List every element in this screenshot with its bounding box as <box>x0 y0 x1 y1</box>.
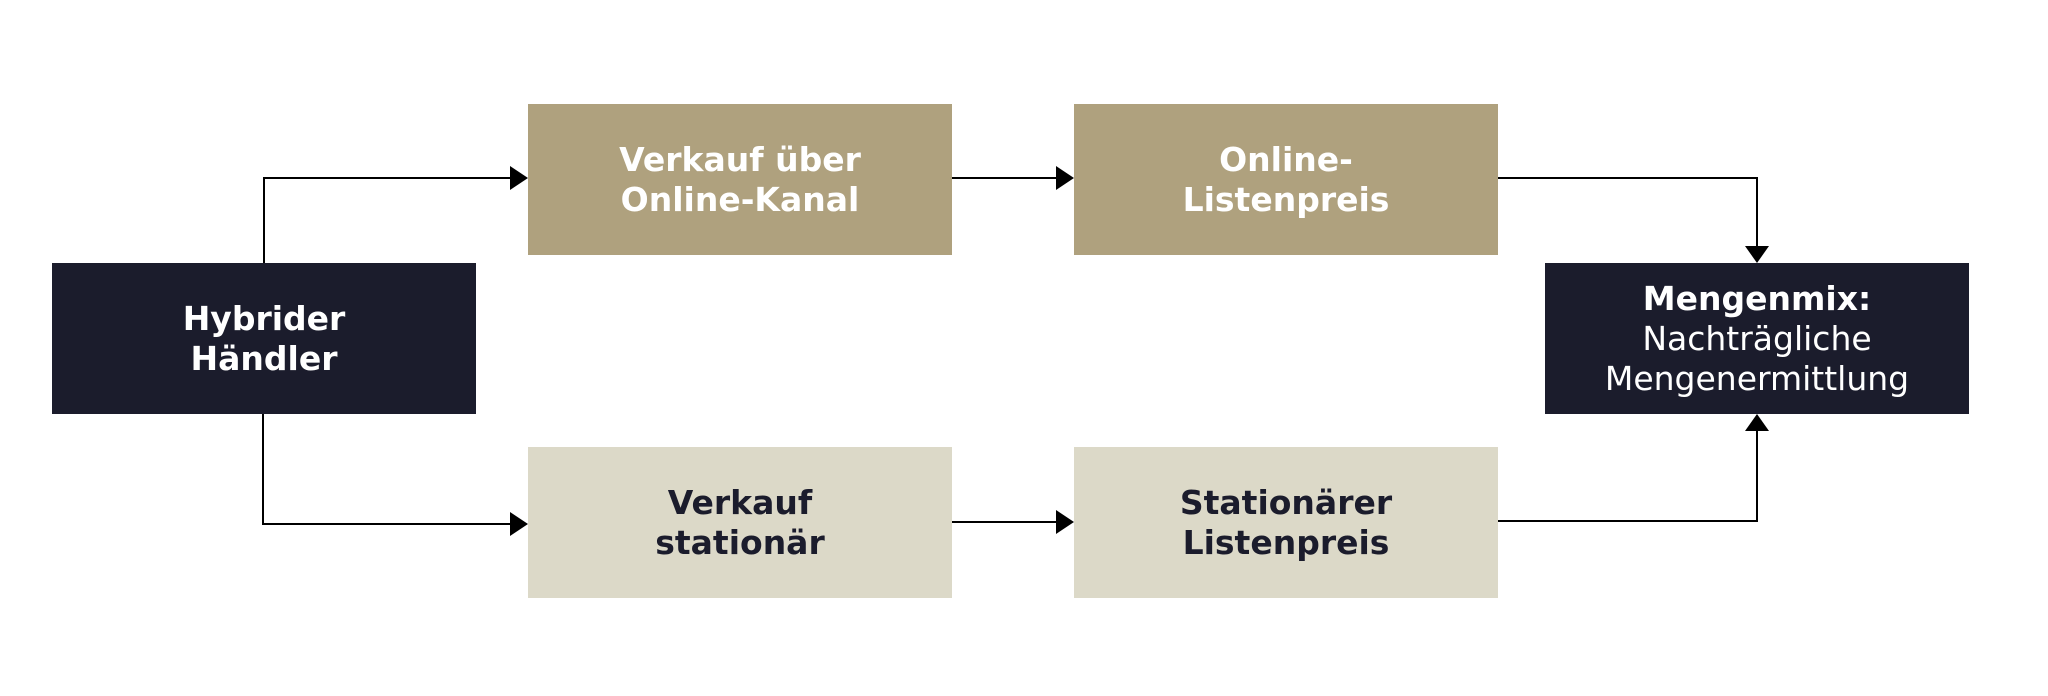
online-sale-box: Verkauf über Online-Kanal <box>528 104 952 255</box>
arrowhead-stationary-price <box>1056 510 1074 534</box>
quantity-mix-line1: Mengenmix: <box>1642 278 1872 318</box>
arrow-hybrid-to-online-sale <box>263 177 510 263</box>
hybrid-dealer-box: Hybrider Händler <box>52 263 476 414</box>
hybrid-dealer-line2: Händler <box>190 338 338 378</box>
quantity-mix-line2: Nachträgliche <box>1642 318 1872 358</box>
stationary-sale-line1: Verkauf <box>667 482 813 522</box>
arrowhead-mix-bottom <box>1745 414 1769 431</box>
online-sale-line2: Online-Kanal <box>620 179 860 219</box>
arrow-hybrid-to-stationary-sale <box>262 414 510 525</box>
stationary-price-line2: Listenpreis <box>1182 522 1390 562</box>
online-sale-line1: Verkauf über <box>619 139 861 179</box>
arrow-online-price-to-mix <box>1498 177 1758 246</box>
hybrid-dealer-line1: Hybrider <box>182 298 346 338</box>
arrowhead-online-price <box>1056 166 1074 190</box>
stationary-sale-box: Verkauf stationär <box>528 447 952 598</box>
online-price-line2: Listenpreis <box>1182 179 1390 219</box>
arrowhead-online-sale <box>510 166 528 190</box>
quantity-mix-box: Mengenmix: Nachträgliche Mengenermittlun… <box>1545 263 1969 414</box>
arrowhead-stationary-sale <box>510 512 528 536</box>
stationary-price-line1: Stationärer <box>1179 482 1393 522</box>
arrow-stationary-price-to-mix <box>1498 431 1758 522</box>
stationary-sale-line2: stationär <box>655 522 825 562</box>
online-price-line1: Online- <box>1219 139 1353 179</box>
arrowhead-mix-top <box>1745 246 1769 263</box>
quantity-mix-line3: Mengenermittlung <box>1604 358 1910 398</box>
stationary-price-box: Stationärer Listenpreis <box>1074 447 1498 598</box>
online-price-box: Online- Listenpreis <box>1074 104 1498 255</box>
